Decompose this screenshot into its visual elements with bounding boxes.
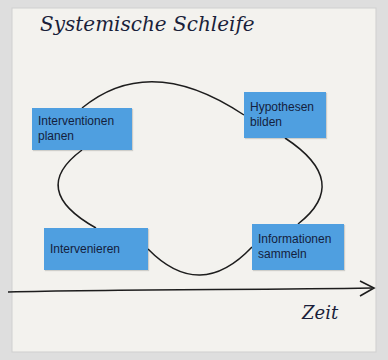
card-text: Hypothesen bilden xyxy=(250,100,320,130)
loop-arc xyxy=(148,247,252,275)
process-card: Interventionen planen xyxy=(32,108,132,150)
title: Systemische Schleife xyxy=(40,12,255,36)
loop-arc xyxy=(58,150,96,228)
card-text: Informationen sammeln xyxy=(258,232,338,262)
card-text: Intervenieren xyxy=(50,242,120,257)
axis-label: Zeit xyxy=(300,302,340,323)
process-card: Intervenieren xyxy=(44,228,148,270)
loop-arc xyxy=(285,138,322,224)
process-card: Informationen sammeln xyxy=(252,224,344,270)
process-card: Hypothesen bilden xyxy=(244,92,326,138)
time-arrowhead xyxy=(360,281,374,296)
paper-sheet xyxy=(12,8,376,352)
card-text: Interventionen planen xyxy=(38,114,126,144)
time-axis xyxy=(8,288,372,292)
